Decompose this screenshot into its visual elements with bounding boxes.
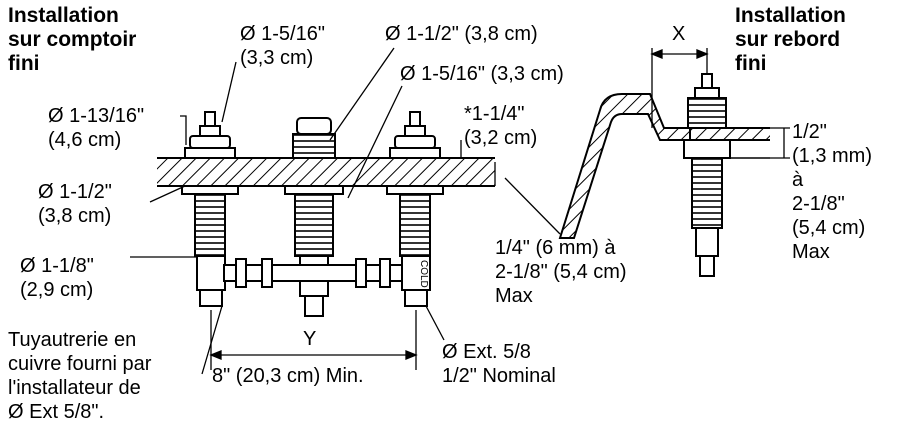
- y-dimension: [209, 310, 418, 370]
- label-deck-thickness-range: 1/4" (6 mm) à 2-1/8" (5,4 cm) Max: [495, 237, 627, 307]
- label-diameter-1-13-16: Ø 1-13/16" (4,6 cm): [48, 105, 145, 151]
- label-diameter-1-1-2-left: Ø 1-1/2" (3,8 cm): [38, 181, 112, 227]
- center-spout-shank: [284, 117, 344, 317]
- label-diameter-1-1-8: Ø 1-1/8" (2,9 cm): [20, 255, 94, 301]
- right-valve: [386, 111, 444, 307]
- copper-connecting-pipe: [223, 258, 403, 288]
- label-outer-diameter-note: Ø Ext. 5/8 1/2" Nominal: [442, 341, 556, 387]
- cold-marking: COLD: [418, 260, 429, 288]
- x-dimension: [650, 48, 709, 128]
- ledge-section: [558, 93, 770, 239]
- ledge-thickness-dimension: [770, 127, 790, 159]
- label-diameter-1-1-2-top: Ø 1-1/2" (3,8 cm): [385, 23, 538, 45]
- label-diameter-1-5-16-top: Ø 1-5/16" (3,3 cm): [240, 23, 325, 69]
- ledge-valve: [683, 73, 731, 277]
- title-ledge-install: Installation sur rebord fini: [735, 4, 846, 75]
- label-copper-tubing-note: Tuyautrerie en cuivre fourni par l'insta…: [8, 329, 152, 423]
- label-x-dimension: X: [672, 23, 686, 45]
- label-min-spacing: 8" (20,3 cm) Min.: [212, 365, 364, 387]
- label-y-dimension: Y: [303, 328, 317, 350]
- left-valve: [181, 111, 239, 307]
- countertop-section: [157, 157, 495, 187]
- title-countertop-install: Installation sur comptoir fini: [8, 4, 137, 75]
- label-ledge-thickness-range: 1/2" (1,3 mm) à 2-1/8" (5,4 cm) Max: [792, 121, 872, 263]
- label-thickness-1-1-4: *1-1/4" (3,2 cm): [464, 103, 538, 149]
- label-diameter-1-5-16-right: Ø 1-5/16" (3,3 cm): [400, 63, 564, 85]
- leader-lines: [130, 47, 561, 375]
